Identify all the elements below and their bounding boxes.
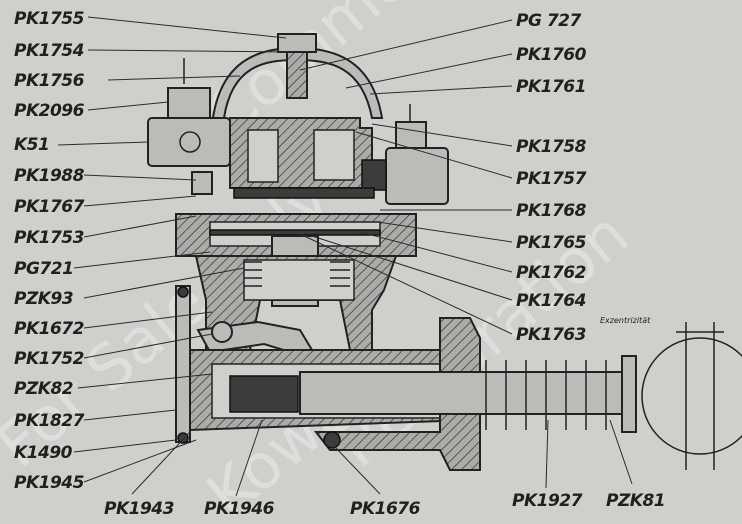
plunger-spring-inner [229,375,299,413]
part-label: K51 [14,135,49,155]
return-spring [485,360,607,430]
part-label: PK2096 [14,101,85,121]
part-label: PK1676 [350,499,421,519]
part-label: PZK93 [14,289,73,309]
drain-plug [323,431,341,449]
labels-bottom: PK1943 PK1946 PK1676 PK1927 PZK81 [104,491,666,519]
cover-screw-bottom [177,432,189,444]
part-label: PK1762 [516,263,586,283]
top-bolt-shaft [286,51,308,99]
valve-plate [233,187,375,199]
part-label: PK1756 [14,71,85,91]
part-label: PK1988 [14,166,85,186]
part-label: PK1755 [14,9,84,29]
part-label: PK1760 [516,45,587,65]
part-label: PK1761 [516,77,586,97]
spring-chamber [243,259,355,301]
inlet-bore [179,131,201,153]
part-label: PK1752 [14,349,84,369]
part-label: PK1767 [14,197,85,217]
upper-chamber [247,129,279,183]
top-bolt-head [277,33,317,53]
leader-lines [57,16,633,497]
part-label: PK1764 [516,291,586,311]
part-label: PK1943 [104,499,174,519]
outlet-spring [361,159,387,191]
eccentricity-annotation: Exzentrizität [600,316,651,325]
part-label: PG721 [14,259,73,279]
inlet-union [147,117,231,167]
part-label: PK1946 [204,499,275,519]
part-label: PK1672 [14,319,84,339]
outlet-banjo [395,121,427,149]
side-cover-plate [175,285,191,443]
part-label: PZK81 [606,491,665,511]
diaphragm [209,229,381,236]
part-label: PK1753 [14,228,84,248]
part-label: PK1927 [512,491,583,511]
labels-left: PK1755 PK1754 PK1756 PK2096 K51 PK1988 P… [14,9,85,493]
part-label: PK1763 [516,325,586,345]
part-label: PK1765 [516,233,586,253]
valve-screw-left [191,171,213,195]
part-label: PK1945 [14,473,84,493]
part-label: K1490 [14,443,73,463]
lever-pivot [211,321,233,343]
part-label: PK1827 [14,411,85,431]
part-label: PK1768 [516,201,587,221]
pushrod-end-disc [621,355,637,433]
part-label: PK1754 [14,41,84,61]
cover-screw-top [177,286,189,298]
part-label: PZK82 [14,379,73,399]
pushrod [299,371,631,415]
labels-right: PG 727 PK1760 PK1761 PK1758 PK1757 PK176… [516,11,651,345]
diaphragm-spring [244,261,350,287]
part-label: PK1758 [516,137,587,157]
upper-chamber-right [313,129,355,181]
part-label: PG 727 [516,11,581,31]
part-label: PK1757 [516,169,587,189]
inlet-banjo [167,87,211,119]
eccentric-cam [641,337,742,455]
pump-drawing [147,33,742,471]
mounting-flange [313,317,481,471]
